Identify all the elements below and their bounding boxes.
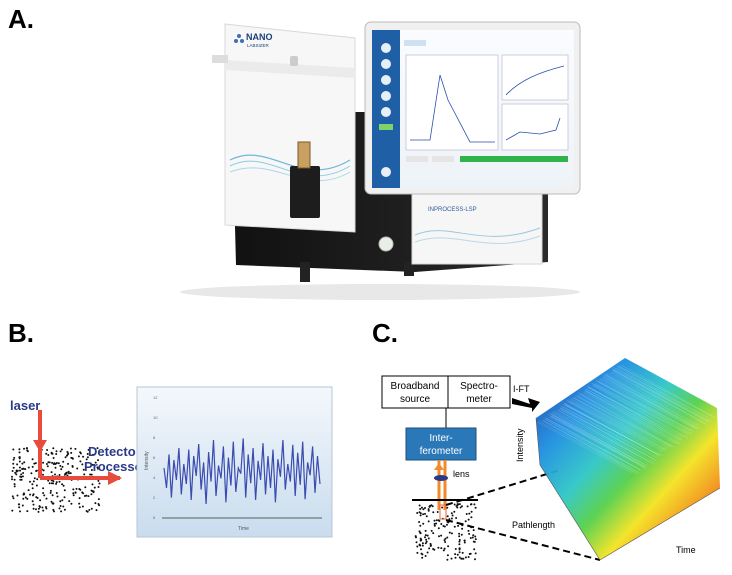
brand-subname: LABSIZER xyxy=(247,43,270,48)
ytick-label: 8 xyxy=(153,435,156,440)
panel-label-a: A. xyxy=(8,4,34,34)
side-unit-brand: INPROCESS-LSP xyxy=(428,207,477,213)
lens-label: lens xyxy=(453,469,470,479)
instrument-illustration: NANO LABSIZER INPROCESS-LSP xyxy=(180,21,581,300)
panel-label-c: C. xyxy=(372,318,398,348)
intensity-surface-plot: Intensity Pathlength Time xyxy=(512,358,721,561)
cuvette-holder xyxy=(290,166,320,218)
intensity-plot-ylabel: Intensity xyxy=(144,451,150,470)
broadband-source-box xyxy=(381,375,449,409)
surface-ylabel: Pathlength xyxy=(512,520,555,530)
ytick-label: 6 xyxy=(153,455,156,460)
intensity-plot-yticks: 12 10 8 6 4 2 0 xyxy=(153,395,158,520)
brand-logo: NANO LABSIZER xyxy=(234,32,273,48)
surface-zlabel: Intensity xyxy=(515,428,525,462)
interferometer-label-2: ferometer xyxy=(420,446,463,457)
ift-arrow xyxy=(512,398,540,412)
cuvette-icon xyxy=(297,141,311,169)
intensity-plot-xlabel: Time xyxy=(238,526,249,532)
sample-particles-c xyxy=(414,503,477,561)
panel-label-b: B. xyxy=(8,318,34,348)
processor-label: Processor xyxy=(84,459,148,474)
spectrometer-label-1: Spectro- xyxy=(460,381,498,392)
intensity-signal-line xyxy=(163,438,321,505)
ytick-label: 4 xyxy=(153,475,156,480)
lens-icon xyxy=(434,475,448,481)
laser-label: laser xyxy=(10,398,40,413)
lcoi-schematic: Broadband source Spectro- meter Inter- f… xyxy=(381,358,721,561)
sample-particles xyxy=(11,447,101,513)
power-button-icon xyxy=(378,236,394,252)
detector-label: Detector xyxy=(88,444,141,459)
instrument-shadow xyxy=(180,284,580,300)
ytick-label: 12 xyxy=(153,395,158,400)
spectrometer-box xyxy=(447,375,511,409)
source-label-2: source xyxy=(400,394,430,405)
ytick-label: 0 xyxy=(153,515,156,520)
dls-schematic: laser Detector Processor 12 10 8 6 4 2 0… xyxy=(10,386,333,538)
source-label-1: Broadband xyxy=(391,381,440,392)
ift-label: I-FT xyxy=(513,384,530,394)
spectrometer-label-2: meter xyxy=(466,394,492,405)
ytick-label: 10 xyxy=(153,415,158,420)
interferometer-box xyxy=(405,427,477,461)
side-unit xyxy=(411,191,543,265)
interferometer-label-1: Inter- xyxy=(429,433,452,444)
brand-name: NANO xyxy=(246,32,273,42)
ytick-label: 2 xyxy=(153,495,156,500)
surface-xlabel: Time xyxy=(676,545,696,555)
